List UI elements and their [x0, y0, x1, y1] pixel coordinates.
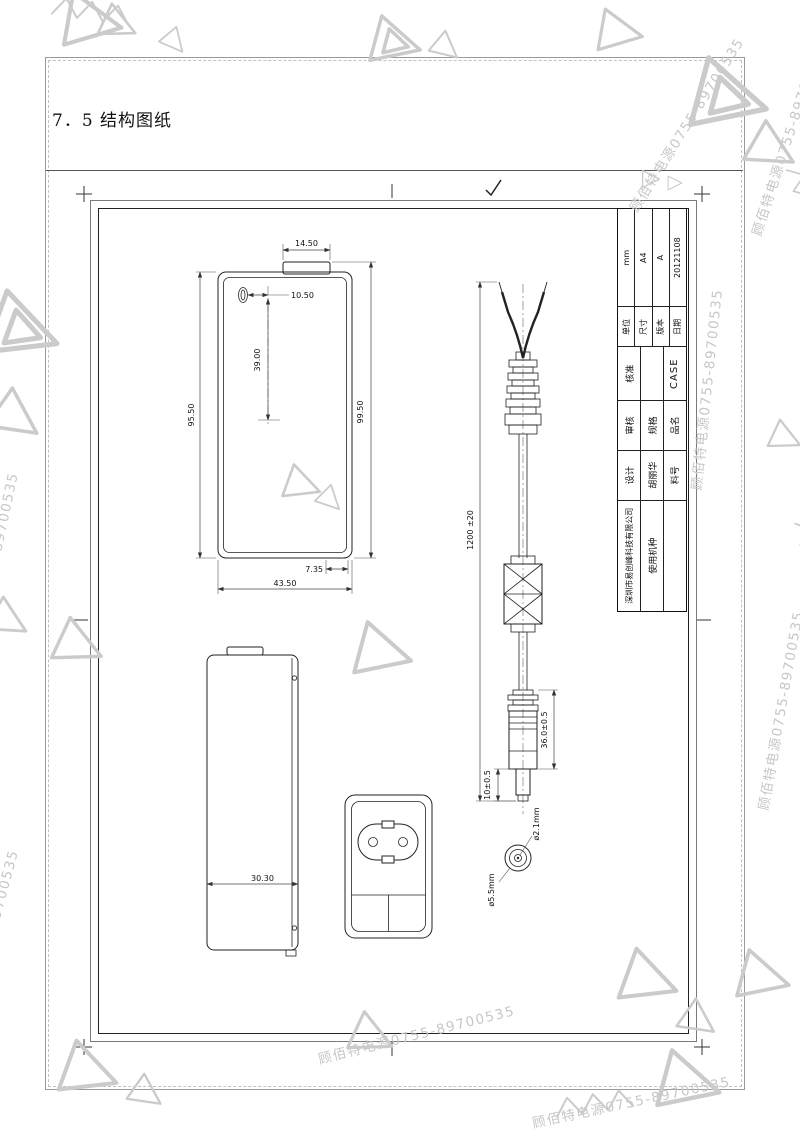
technical-drawing: 14.50 10.50 39.00 95.50 99.50 7.35 43.50	[187, 239, 558, 957]
date-label: 日期	[669, 306, 686, 347]
dim-front-hole-offset: 10.50	[291, 291, 314, 300]
empty-cell	[663, 499, 687, 611]
dim-plug-body-length: 36.0±0.5	[540, 711, 549, 748]
dc-plug-face-view: ø5.5mm ø2.1mm	[487, 807, 541, 906]
dim-front-right-height: 99.50	[356, 401, 365, 424]
approve-label: 核准	[618, 346, 642, 401]
version-label: 版本	[652, 306, 669, 347]
dim-front-left-height: 95.50	[187, 404, 196, 427]
date-value: 20121108	[673, 237, 683, 279]
dim-front-bottom-width: 43.50	[274, 579, 297, 588]
dim-plug-outer-diameter: ø5.5mm	[487, 873, 496, 906]
dim-plug-inner-diameter: ø2.1mm	[532, 807, 541, 840]
zigzag-watermark-icon	[785, 168, 800, 235]
triangle-watermark-icon	[0, 595, 28, 633]
machine-type-label: 使用机种	[641, 499, 664, 611]
version-value: A	[656, 254, 666, 261]
part-number-label: 料号	[663, 449, 687, 500]
check-label: 审核	[618, 400, 642, 450]
zigzag-watermark-icon	[794, 522, 800, 590]
watermark-text: 顾佰特电源0755-89700535	[0, 20, 5, 221]
cable-assembly-view: 1200 ±20 36.0±0.5 10±0.5	[466, 281, 558, 814]
title-block: 深圳市易创峰科技有限公司 使用机种 设计 胡丽华 料号 审核 规格 品名 核准 …	[617, 208, 687, 612]
triangle-watermark-icon	[596, 7, 644, 52]
side-view: 30.30	[206, 646, 299, 957]
zigzag-watermark-icon	[555, 1089, 635, 1118]
zigzag-watermark-icon	[50, 0, 130, 26]
ac-inlet-view	[344, 794, 433, 939]
product-name-value: CASE	[663, 346, 687, 401]
header-divider	[46, 170, 743, 171]
dim-plug-tip-length: 10±0.5	[483, 770, 492, 800]
section-heading: 7．5 结构图纸	[52, 111, 173, 131]
size-label: 尺寸	[635, 306, 652, 347]
dim-front-top-width: 14.50	[295, 239, 318, 248]
dim-side-width: 30.30	[251, 874, 274, 883]
triangle-watermark-icon	[766, 418, 800, 448]
watermark-text: 顾佰特电源0755-89700535	[0, 847, 23, 1048]
unit-value: mm	[621, 249, 631, 266]
front-view: 14.50 10.50 39.00 95.50 99.50 7.35 43.50	[187, 239, 376, 594]
unit-label: 单位	[618, 306, 635, 347]
watermark-text: 顾佰特电源0755-89700535	[756, 609, 800, 812]
empty-cell	[641, 346, 664, 401]
triangle-watermark-icon	[96, 2, 137, 36]
product-name-label: 品名	[663, 400, 687, 450]
watermark-text: 顾佰特电源0755-89700535	[749, 40, 800, 239]
title-block-grid: 深圳市易创峰科技有限公司 使用机种 设计 胡丽华 料号 审核 规格 品名 核准 …	[617, 208, 687, 612]
watermark-text: 顾佰特电源0755-89700535	[0, 470, 22, 673]
dim-front-bottom-step: 7.35	[305, 565, 323, 574]
dim-cable-length: 1200 ±20	[466, 510, 475, 550]
company-name: 深圳市易创峰科技有限公司	[618, 499, 642, 611]
triangle-watermark-icon	[61, 0, 124, 47]
size-value: A4	[638, 252, 648, 263]
dim-front-hole-depth: 39.00	[253, 349, 262, 372]
designer-name: 胡丽华	[641, 449, 664, 500]
spec-label: 规格	[641, 400, 664, 450]
design-label: 设计	[618, 449, 642, 500]
